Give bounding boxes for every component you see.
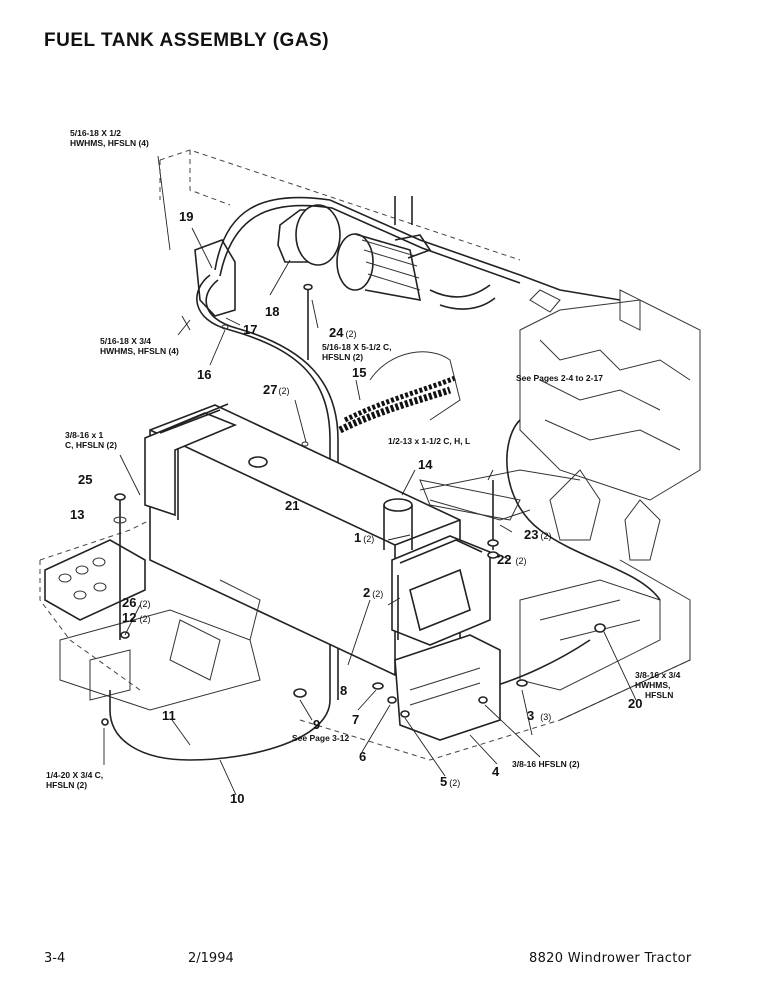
callout-17: 17	[243, 322, 257, 337]
tank-support	[59, 579, 501, 741]
callout-22: 22(2)	[497, 552, 526, 567]
callout-16: 16	[197, 367, 211, 382]
note-engine-reference: See Pages 2-4 to 2-17	[516, 373, 603, 383]
page-title: FUEL TANK ASSEMBLY (GAS)	[44, 30, 330, 51]
engine-block	[519, 289, 701, 561]
callout-26: 26(2)	[122, 595, 150, 610]
page-number: 3-4	[44, 951, 66, 966]
note-see-page-3-12: See Page 3-12	[292, 733, 349, 743]
manual-model: 8820 Windrower Tractor	[529, 951, 692, 966]
note-support-bolts: 1/2-13 x 1-1/2 C, H, L	[388, 436, 470, 446]
callout-7: 7	[352, 712, 359, 727]
callout-10: 10	[230, 791, 244, 806]
callout-27: 27(2)	[263, 382, 289, 397]
callout-9: 9	[313, 717, 320, 732]
leader-lines	[103, 155, 637, 796]
callout-12: 12(2)	[122, 610, 150, 625]
hardware-bolts	[101, 283, 606, 726]
callout-4: 4	[492, 764, 500, 779]
air-cleaner	[336, 196, 496, 310]
callout-5: 5(2)	[440, 774, 460, 789]
callout-20: 20	[628, 696, 642, 711]
callout-1: 1(2)	[354, 530, 374, 545]
callout-3: 3(3)	[527, 708, 551, 723]
callout-24: 24(2)	[329, 325, 356, 340]
callout-23: 23(2)	[524, 527, 551, 542]
tractor-frame	[39, 149, 691, 761]
tank-bracket	[194, 204, 341, 317]
note-line-clamp-bolts: 1/4-20 X 3/4 C,HFSLN (2)	[46, 770, 103, 790]
callout-13: 13	[70, 507, 84, 522]
callout-14: 14	[418, 457, 433, 472]
callout-18: 18	[265, 304, 279, 319]
callout-15: 15	[352, 365, 366, 380]
callout-21: 21	[285, 498, 299, 513]
callout-6: 6	[359, 749, 366, 764]
revision-date: 2/1994	[188, 951, 234, 966]
callout-2: 2(2)	[363, 585, 383, 600]
callout-25: 25	[78, 472, 92, 487]
note-support-nuts: 3/8-16 HFSLN (2)	[512, 759, 580, 769]
heat-shield-hose	[338, 351, 461, 434]
fuel-lines	[109, 196, 661, 761]
part-callouts: 19 18 17 16 24(2) 15 27(2) 14 25 21 13 1…	[70, 209, 642, 806]
note-clamp-bolts: 5/16-18 X 5-1/2 C,HFSLN (2)	[322, 342, 391, 362]
callout-19: 19	[179, 209, 193, 224]
callout-11: 11	[162, 708, 176, 723]
callout-8: 8	[340, 683, 347, 698]
